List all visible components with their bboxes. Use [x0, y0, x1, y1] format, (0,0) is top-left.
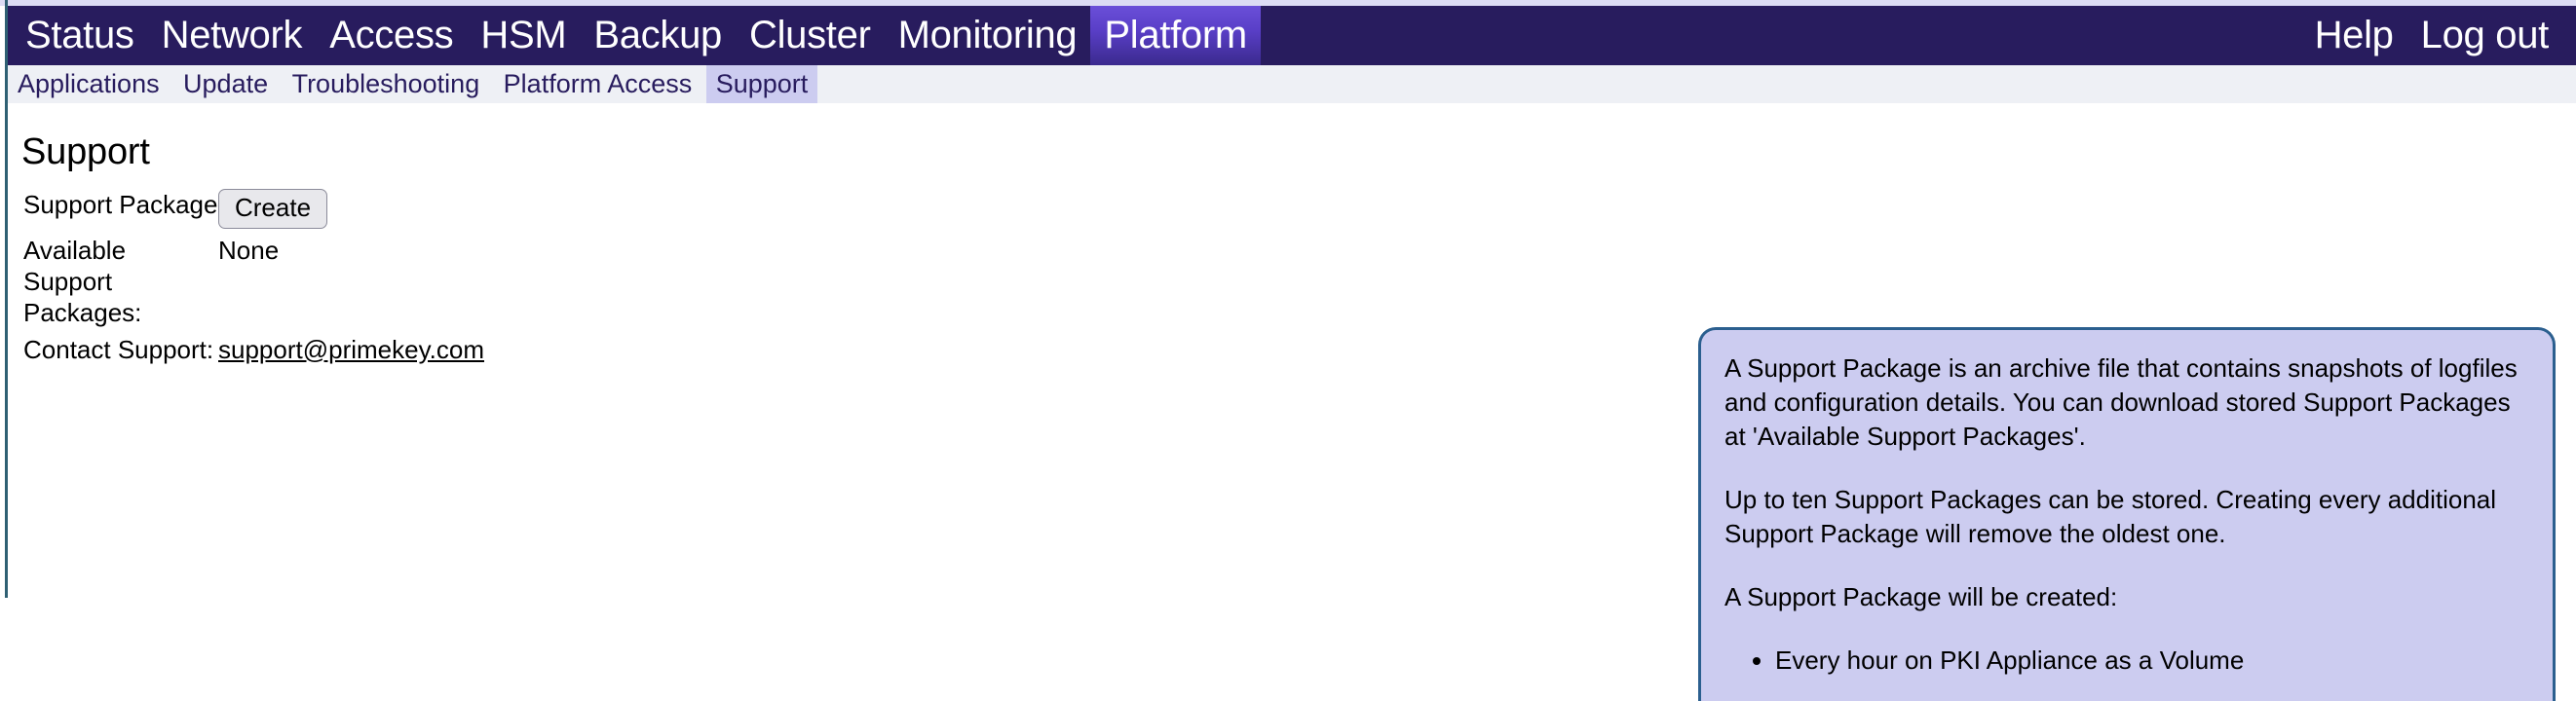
- primary-nav-items: Status Network Access HSM Backup Cluster…: [12, 6, 1261, 65]
- form-row-support-package: Support Package Create: [23, 185, 998, 229]
- label-support-package: Support Package: [23, 190, 218, 219]
- nav-item-platform[interactable]: Platform: [1090, 6, 1261, 65]
- nav-item-status[interactable]: Status: [25, 14, 134, 56]
- subnav-item-platform-access[interactable]: Platform Access: [503, 69, 693, 98]
- main-content-area: Support Support Package Create Available…: [8, 103, 2576, 701]
- create-support-package-button[interactable]: Create: [218, 189, 328, 229]
- nav-item-help[interactable]: Help: [2314, 14, 2394, 56]
- info-bullet-list: Every hour on PKI Appliance as a Volume: [1724, 644, 2531, 678]
- value-contact-support: support@primekey.com: [218, 330, 998, 365]
- subnav-item-update[interactable]: Update: [183, 69, 269, 98]
- form-row-contact-support: Contact Support: support@primekey.com: [23, 330, 998, 365]
- secondary-navigation-bar: Applications Update Troubleshooting Plat…: [8, 65, 2576, 103]
- nav-item-logout[interactable]: Log out: [2420, 14, 2550, 56]
- nav-item-backup[interactable]: Backup: [593, 14, 722, 56]
- info-panel: A Support Package is an archive file tha…: [1698, 327, 2556, 701]
- value-available-support-packages: None: [218, 235, 280, 265]
- page-title: Support: [21, 131, 150, 172]
- subnav-item-applications[interactable]: Applications: [18, 69, 160, 98]
- label-available-support-packages: Available Support Packages:: [23, 235, 142, 327]
- nav-item-hsm[interactable]: HSM: [480, 14, 567, 56]
- support-form: Support Package Create Available Support…: [23, 185, 998, 367]
- support-email-link[interactable]: support@primekey.com: [218, 334, 484, 364]
- primary-navigation-bar: Status Network Access HSM Backup Cluster…: [8, 6, 2576, 65]
- label-contact-support: Contact Support:: [23, 334, 214, 364]
- nav-item-cluster[interactable]: Cluster: [748, 14, 871, 56]
- primary-nav-utility-items: Help Log out: [2301, 6, 2562, 65]
- subnav-item-support[interactable]: Support: [705, 65, 818, 103]
- nav-item-network[interactable]: Network: [161, 14, 303, 56]
- value-support-package: Create: [218, 185, 998, 229]
- nav-item-monitoring[interactable]: Monitoring: [897, 14, 1078, 56]
- nav-item-access[interactable]: Access: [329, 14, 454, 56]
- info-paragraph-2: Up to ten Support Packages can be stored…: [1724, 485, 2497, 548]
- left-page-border: [5, 0, 8, 598]
- subnav-item-troubleshooting[interactable]: Troubleshooting: [291, 69, 480, 98]
- form-row-available-packages: Available Support Packages: None: [23, 231, 998, 328]
- info-paragraph-1: A Support Package is an archive file tha…: [1724, 353, 2518, 451]
- top-decor-strip: [0, 0, 2576, 6]
- info-bullet-item: Every hour on PKI Appliance as a Volume: [1775, 644, 2531, 678]
